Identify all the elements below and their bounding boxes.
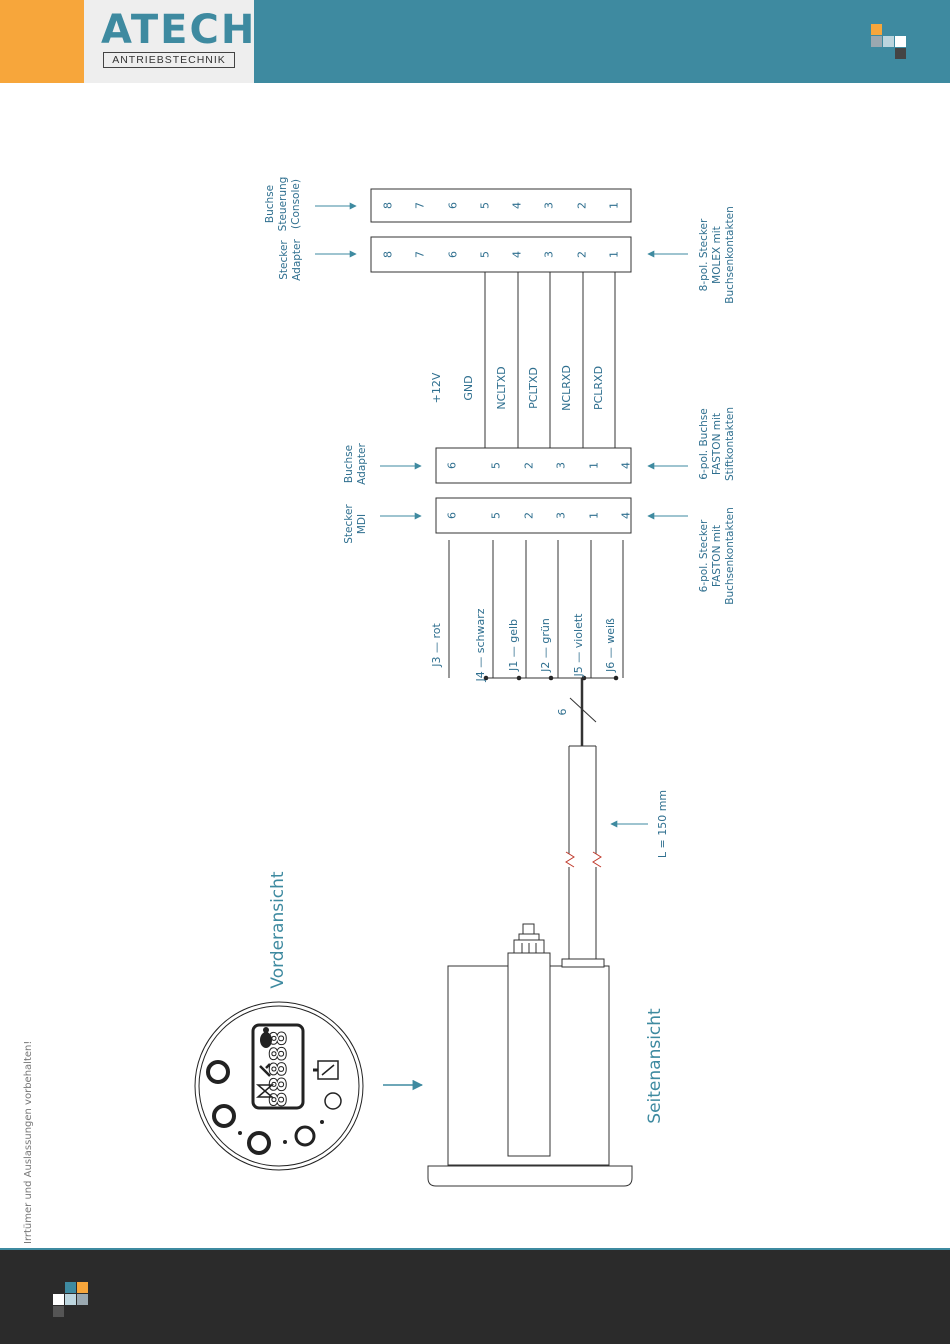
mdi-plug-pin-6: 6: [446, 512, 459, 519]
adapter-plug-label-1: Stecker: [278, 240, 290, 280]
adapter-plug-pin-5: 5: [479, 251, 492, 258]
mdi-plug-pin-4: 4: [620, 512, 633, 519]
wire-label-1: J4 — schwarz: [474, 608, 487, 682]
mdi-plug-label-2: MDI: [356, 514, 368, 534]
signal-label-4: NCLRXD: [560, 365, 573, 411]
console-socket-pin-7: 7: [414, 202, 427, 209]
label-arrows: [315, 202, 688, 520]
hammer-icon: [259, 1063, 271, 1077]
segment-display: 88888: [267, 1031, 292, 1108]
connector-notes: 6-pol. Stecker FASTON mit Buchsenkontakt…: [698, 206, 736, 605]
adapter-socket-label-1: Buchse: [343, 445, 355, 483]
molex-plug-note-3: Buchsenkontakten: [724, 206, 736, 304]
adapter-plug-pin-3: 3: [543, 251, 556, 258]
page-header: ATECH ANTRIEBSTECHNIK: [0, 0, 950, 83]
hourglass-icon: [255, 1084, 275, 1098]
faston-plug-note-2: FASTON mit: [711, 525, 723, 587]
faston-plug-note-1: 6-pol. Stecker: [698, 519, 710, 592]
adapter-plug-pin-8: 8: [382, 251, 395, 258]
adapter-plug-label-2: Adapter: [291, 238, 303, 280]
wire-label-5: J6 — weiß: [604, 618, 617, 673]
console-socket-pin-8: 8: [382, 202, 395, 209]
adapter-socket-pin-3: 3: [555, 462, 568, 469]
adapter-plug-pin-4: 4: [511, 251, 524, 258]
device-side-view: [427, 923, 633, 1187]
molex-plug-note-2: MOLEX mit: [711, 226, 723, 284]
adapter-socket-pin-1: 1: [588, 462, 601, 469]
console-socket-pin-3: 3: [543, 202, 556, 209]
signal-label-2: NCLTXD: [495, 366, 508, 409]
bundle-count-label: 6: [556, 709, 569, 716]
signal-label-1: GND: [462, 375, 475, 400]
adapter-plug: 8 7 6 5 4 3 2 1: [370, 236, 632, 273]
wire-label-0: J3 — rot: [430, 623, 443, 668]
connector-group: 6 5 2 3 1 4 6 5 2 3 1 4 8 7 6 5 4 3 2 1 8 7 6 5 4 3 2 1 +12V GND NCLTX…: [370, 188, 633, 534]
logo-title: ATECH: [101, 7, 257, 53]
mdi-plug-pin-2: 2: [523, 512, 536, 519]
wire-label-3: J2 — grün: [539, 618, 552, 673]
mdi-plug-pin-5: 5: [490, 512, 503, 519]
header-accent-block: [0, 0, 84, 83]
adapter-socket-pin-5: 5: [490, 462, 503, 469]
adapter-socket: 6 5 2 3 1 4: [435, 447, 633, 484]
turtle-icon: [260, 1027, 272, 1048]
mdi-plug: 6 5 2 3 1 4: [435, 497, 633, 534]
mdi-plug-label-1: Stecker: [343, 504, 355, 544]
wire-label-2: J1 — gelb: [507, 619, 520, 672]
mdi-plug-body: [435, 497, 632, 534]
console-socket-pin-1: 1: [608, 202, 621, 209]
lock-box-icon: [313, 1060, 339, 1080]
adapter-wiring: +12V GND NCLTXD PCLTXD NCLRXD PCLRXD: [430, 272, 616, 448]
adapter-socket-pin-2: 2: [523, 462, 536, 469]
connector-labels: Stecker MDI Buchse Adapter Stecker Adapt…: [264, 177, 368, 544]
console-socket-label-2: Steuerung: [277, 177, 289, 232]
adapter-plug-pin-1: 1: [608, 251, 621, 258]
mdi-plug-pin-3: 3: [555, 512, 568, 519]
console-socket-pin-6: 6: [447, 202, 460, 209]
adapter-socket-pin-4: 4: [620, 462, 633, 469]
console-socket: 8 7 6 5 4 3 2 1: [370, 188, 632, 223]
console-socket-label-3: (Console): [290, 179, 302, 229]
adapter-plug-pin-2: 2: [576, 251, 589, 258]
wire-group: J3 — rot J4 — schwarz J1 — gelb J2 — grün J5…: [430, 540, 624, 683]
mdi-plug-pin-1: 1: [588, 512, 601, 519]
signal-label-0: +12V: [430, 372, 443, 403]
logo-subtitle: ANTRIEBSTECHNIK: [103, 52, 235, 68]
faston-socket-note-3: Stiftkontakten: [724, 407, 736, 481]
cable: [565, 678, 602, 959]
console-socket-pin-4: 4: [511, 202, 524, 209]
adapter-plug-pin-6: 6: [447, 251, 460, 258]
adapter-socket-label-2: Adapter: [356, 442, 368, 484]
faston-plug-note-3: Buchsenkontakten: [724, 507, 736, 605]
console-socket-body: [370, 188, 632, 223]
console-socket-label-1: Buchse: [264, 185, 276, 223]
wire-label-4: J5 — violett: [572, 613, 585, 678]
console-socket-pin-2: 2: [576, 202, 589, 209]
device-front-view: [194, 1001, 364, 1171]
molex-plug-note-1: 8-pol. Stecker: [698, 218, 710, 291]
adapter-socket-pin-6: 6: [446, 462, 459, 469]
faston-socket-note-2: FASTON mit: [711, 413, 723, 475]
signal-label-3: PCLTXD: [527, 367, 540, 409]
cable-length-label: L = 150 mm: [656, 790, 669, 858]
wire-junction-5: [613, 675, 619, 681]
company-logo: ATECH ANTRIEBSTECHNIK: [84, 0, 254, 83]
adapter-socket-body: [435, 447, 632, 484]
signal-label-5: PCLRXD: [592, 366, 605, 410]
adapter-plug-body: [370, 236, 632, 273]
page-footer: [0, 1250, 950, 1344]
adapter-plug-pin-7: 7: [414, 251, 427, 258]
faston-socket-note-1: 6-pol. Buchse: [698, 408, 710, 479]
console-socket-pin-5: 5: [479, 202, 492, 209]
front-view-title: Vorderansicht: [268, 871, 288, 989]
side-view-title: Seitenansicht: [645, 1008, 665, 1124]
